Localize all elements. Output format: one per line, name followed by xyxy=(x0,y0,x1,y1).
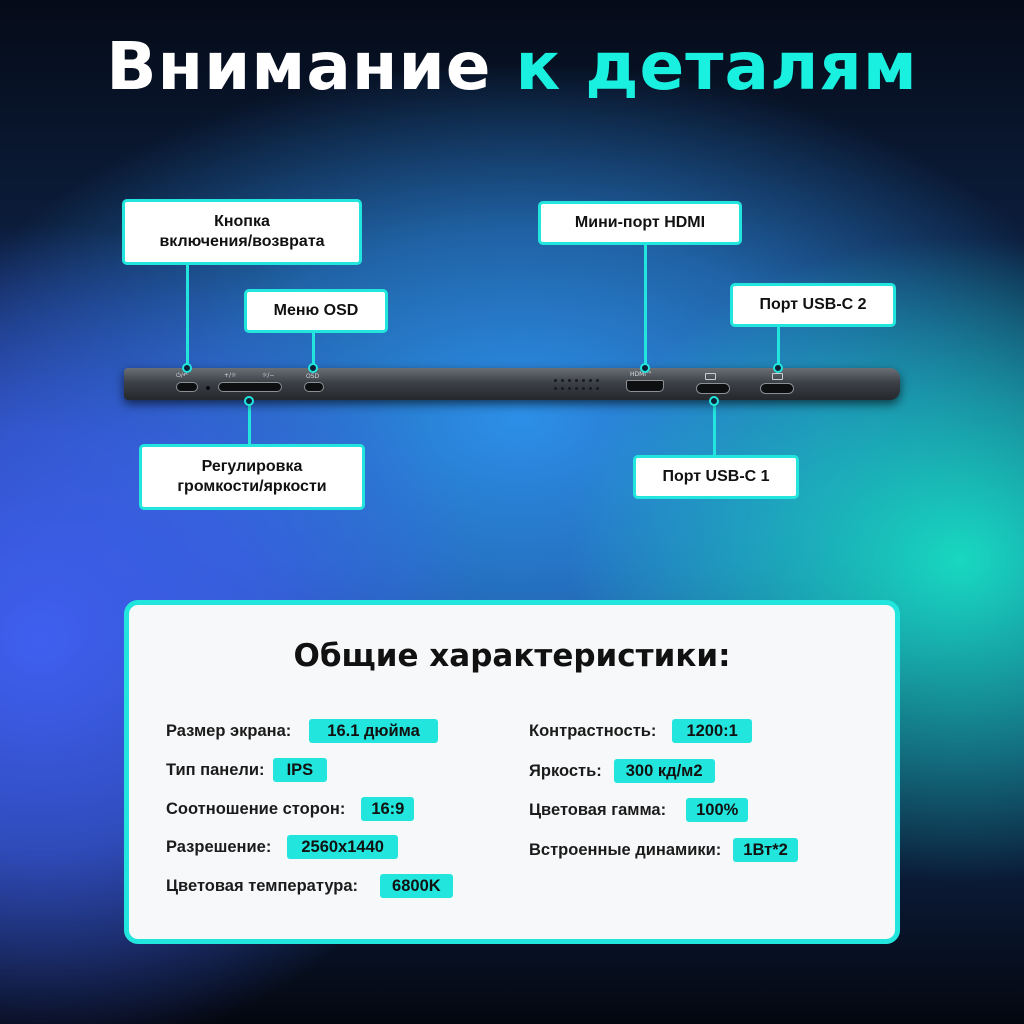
osd-connector-line xyxy=(312,332,315,368)
spec-contrast: Контрастность: 1200:1 xyxy=(529,719,752,743)
mini-hdmi-port xyxy=(626,380,664,392)
osd-button xyxy=(304,382,324,392)
usbc1-connector-dot xyxy=(709,396,719,406)
callout-osd-label: Меню OSD xyxy=(273,302,359,319)
callout-osd-menu: Меню OSD xyxy=(244,289,388,333)
volume-brightness-rocker xyxy=(218,382,282,392)
callout-usbc1: Порт USB-C 1 xyxy=(633,455,799,499)
callout-hdmi-label: Мини-порт HDMI xyxy=(574,214,706,231)
spec-label: Встроенные динамики: xyxy=(529,840,722,859)
spec-value: 1Вт*2 xyxy=(733,838,798,862)
spec-label: Контрастность: xyxy=(529,721,657,740)
usbc1-port xyxy=(696,383,730,394)
spec-value: IPS xyxy=(272,758,328,782)
headline-part2: к деталям xyxy=(515,28,918,105)
callout-usbc2-label: Порт USB-C 2 xyxy=(759,296,867,313)
spec-resolution: Разрешение: 2560x1440 xyxy=(166,835,398,859)
callout-power-line1: Кнопка xyxy=(214,213,270,230)
usbc1-connector-line xyxy=(713,400,716,456)
spec-label: Цветовая температура: xyxy=(166,876,359,895)
power-button xyxy=(176,382,198,392)
spec-brightness: Яркость: 300 кд/м2 xyxy=(529,759,715,783)
page-headline: Внимание к деталям xyxy=(0,28,1024,105)
spec-color-gamut: Цветовая гамма: 100% xyxy=(529,798,749,822)
spec-value: 1200:1 xyxy=(672,719,752,743)
volume-connector-dot xyxy=(244,396,254,406)
hdmi-connector-dot xyxy=(640,363,650,373)
vol-down-label: ☼/− xyxy=(262,372,275,379)
headline-part1: Внимание xyxy=(106,28,492,105)
callout-volume-brightness: Регулировка громкости/яркости xyxy=(139,444,365,510)
spec-value: 6800K xyxy=(380,874,453,898)
spec-label: Цветовая гамма: xyxy=(529,800,667,819)
spec-value: 16.1 дюйма xyxy=(309,719,438,743)
usbc2-connector-dot xyxy=(773,363,783,373)
callout-mini-hdmi: Мини-порт HDMI xyxy=(538,201,742,245)
spec-value: 300 кд/м2 xyxy=(613,759,715,783)
osd-connector-dot xyxy=(308,363,318,373)
usbc2-symbol-icon xyxy=(772,373,783,380)
usbc2-port xyxy=(760,383,794,394)
vol-up-label: +/☼ xyxy=(224,372,237,379)
power-port-label: ⏻/↶ xyxy=(176,372,188,379)
hdmi-port-label: HDMI™ xyxy=(630,371,653,378)
spec-speakers: Встроенные динамики: 1Вт*2 xyxy=(529,838,798,862)
spec-label: Тип панели: xyxy=(166,760,265,779)
osd-port-label: OSD xyxy=(306,373,320,380)
callout-volume-line2: громкости/яркости xyxy=(177,478,327,495)
specs-title: Общие характеристики: xyxy=(293,638,731,674)
specs-card xyxy=(124,600,900,944)
callout-power-button: Кнопка включения/возврата xyxy=(122,199,362,265)
power-connector-dot xyxy=(182,363,192,373)
spec-value: 16:9 xyxy=(361,797,415,821)
monitor-side-edge: ⏻/↶ +/☼ ☼/− OSD HDMI™ xyxy=(124,368,900,400)
callout-power-line2: включения/возврата xyxy=(159,233,325,250)
spec-label: Яркость: xyxy=(529,761,602,780)
callout-usbc1-label: Порт USB-C 1 xyxy=(662,468,770,485)
callout-usbc2: Порт USB-C 2 xyxy=(730,283,896,327)
spec-panel-type: Тип панели: IPS xyxy=(166,758,328,782)
spec-label: Соотношение сторон: xyxy=(166,799,346,818)
spec-value: 100% xyxy=(686,798,749,822)
spec-value: 2560x1440 xyxy=(287,835,398,859)
hdmi-connector-line xyxy=(644,244,647,368)
spec-screen-size: Размер экрана: 16.1 дюйма xyxy=(166,719,438,743)
usbc2-connector-line xyxy=(777,326,780,368)
usbc1-symbol-icon xyxy=(705,373,716,380)
speaker-grill xyxy=(554,379,599,390)
spec-label: Разрешение: xyxy=(166,837,272,856)
spec-aspect-ratio: Соотношение сторон: 16:9 xyxy=(166,797,415,821)
power-connector-line xyxy=(186,264,189,368)
volume-connector-line xyxy=(248,400,251,446)
callout-volume-line1: Регулировка xyxy=(201,458,303,475)
indicator-led-icon xyxy=(206,386,210,390)
spec-label: Размер экрана: xyxy=(166,721,292,740)
spec-color-temperature: Цветовая температура: 6800K xyxy=(166,874,453,898)
